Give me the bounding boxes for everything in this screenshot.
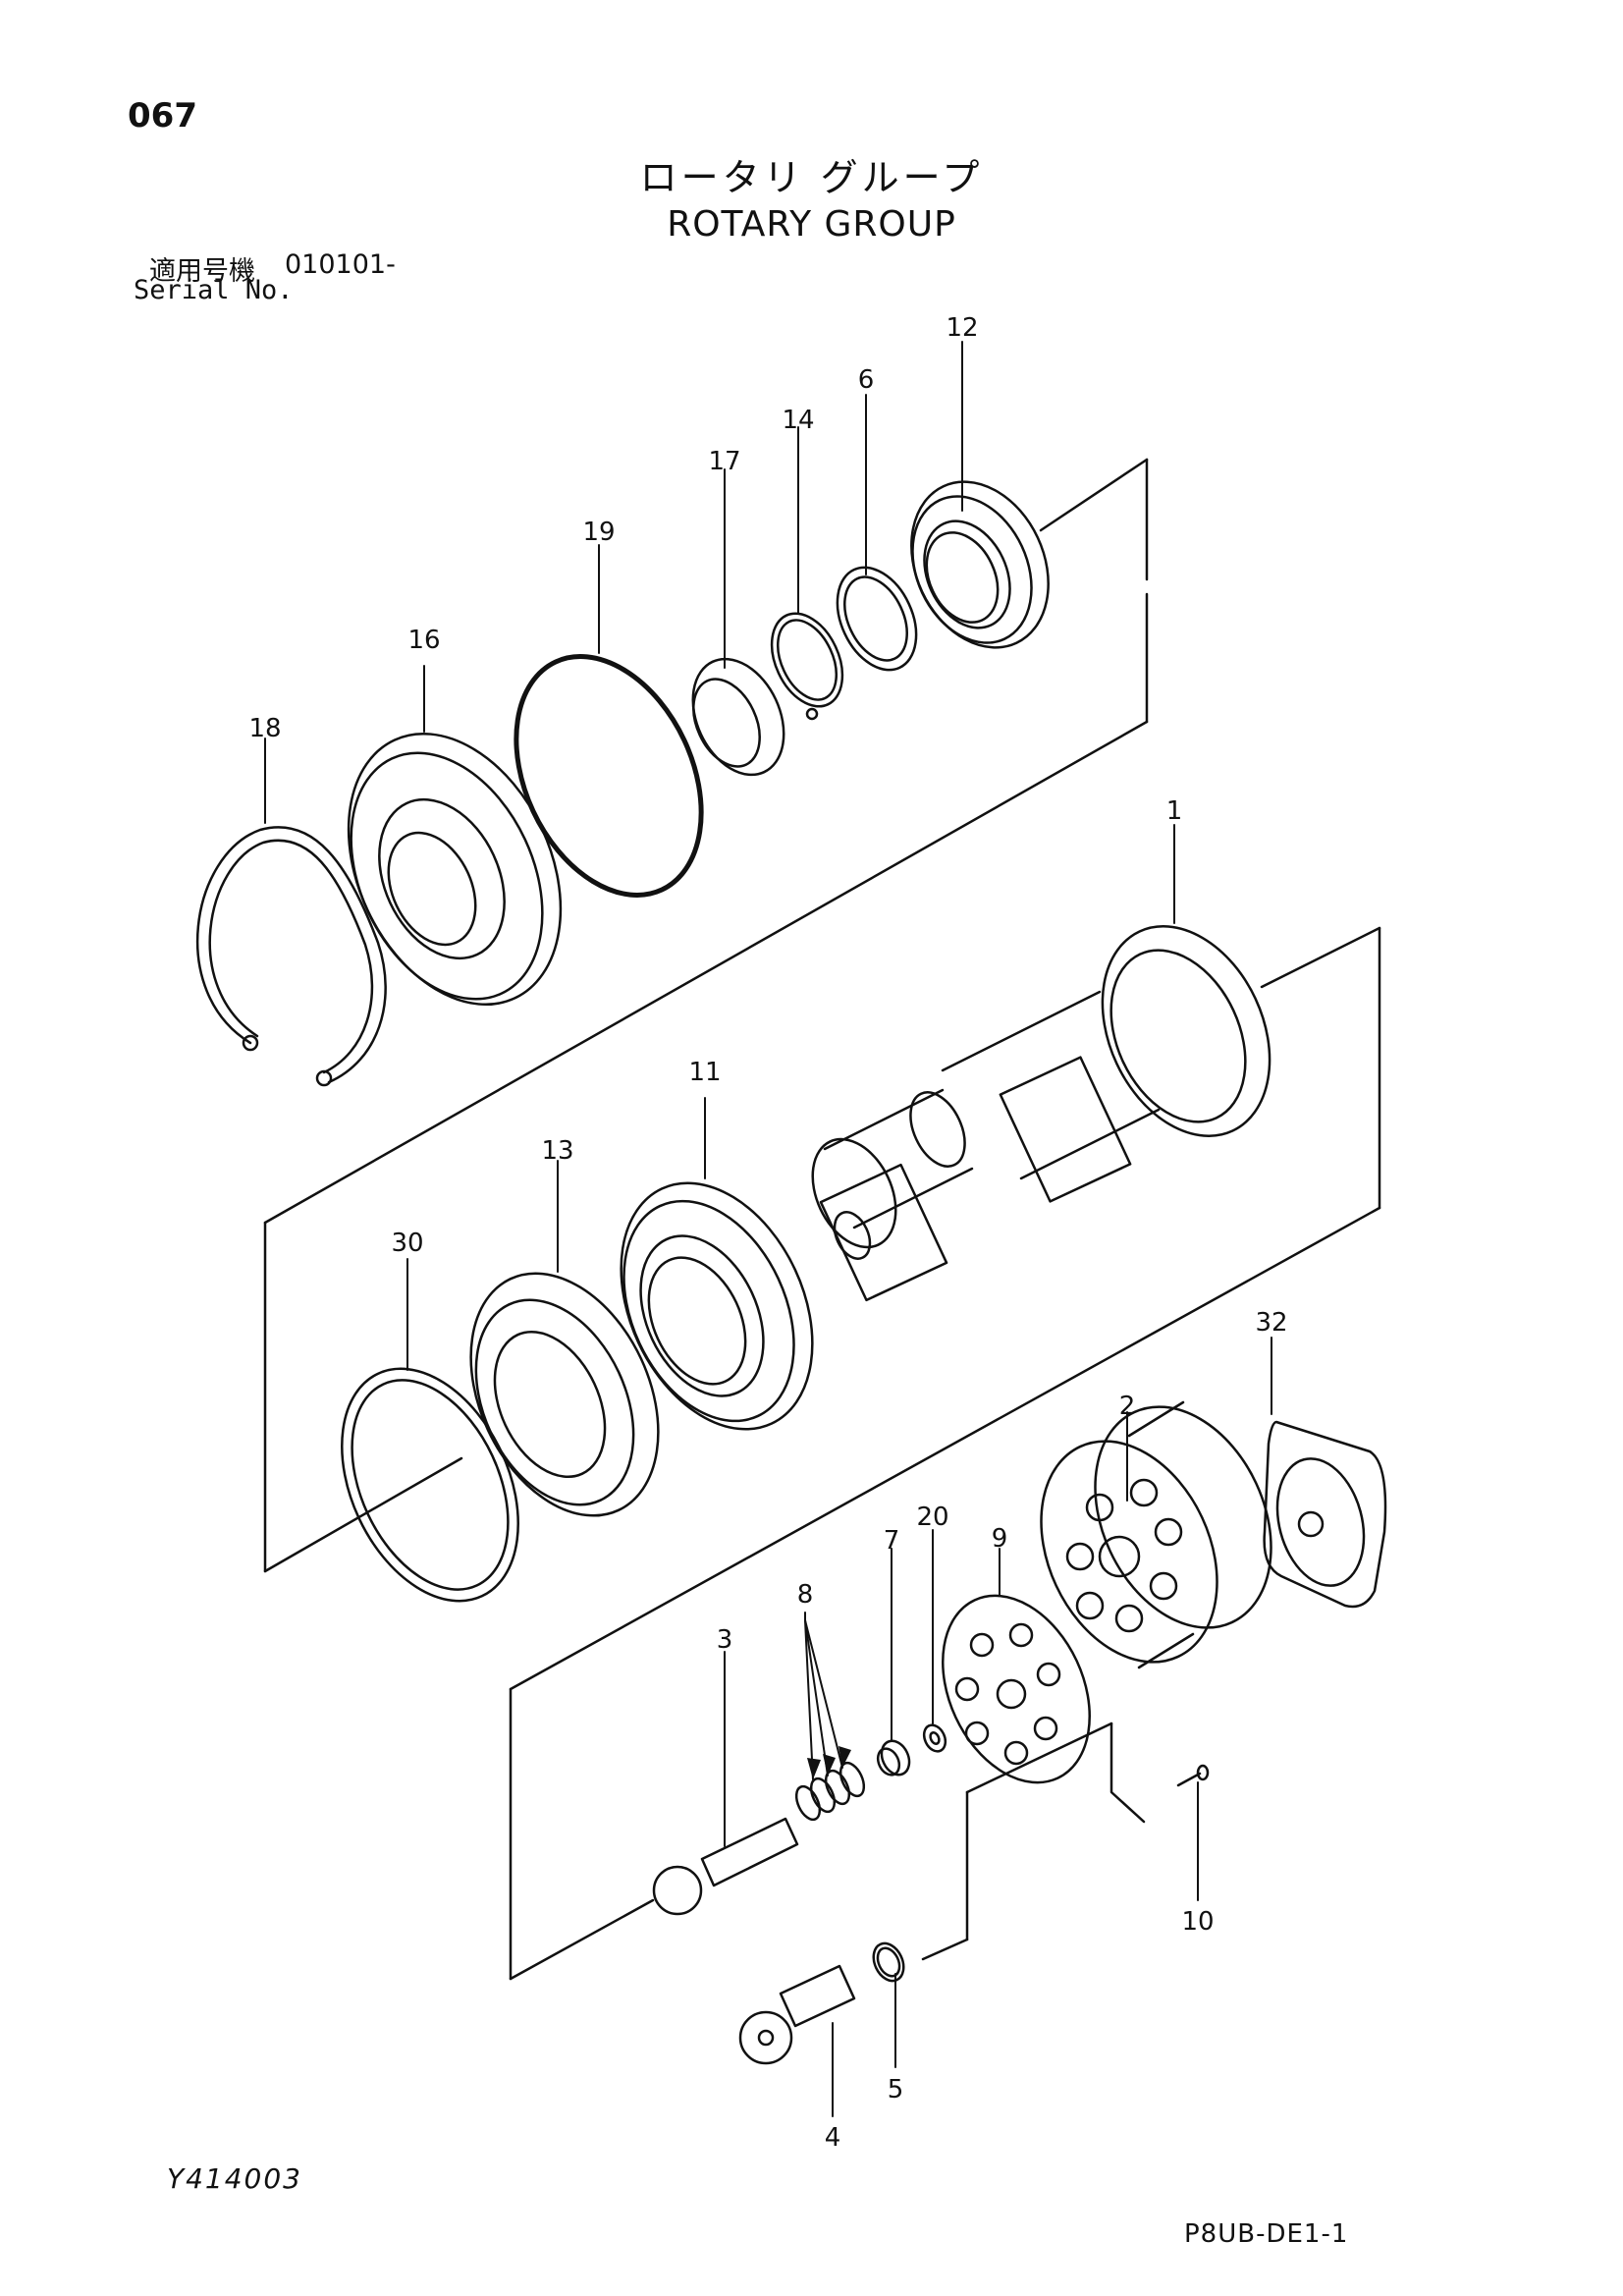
part-2-cylinder-block <box>1040 1400 1272 1669</box>
label-part-17: 17 <box>708 447 740 476</box>
part-16-cover <box>347 732 563 1007</box>
part-10-screw <box>1176 1764 1210 1787</box>
part-18-retaining-ring <box>195 826 387 1087</box>
label-part-8: 8 <box>797 1580 814 1610</box>
page-number: 067 <box>128 96 197 136</box>
label-part-14: 14 <box>782 406 814 435</box>
title-japanese: ロータリ グループ <box>639 156 984 199</box>
group-frame-bottom <box>921 1722 1146 1961</box>
figure-code: Y414003 <box>167 2162 302 2195</box>
part-labels: 12 6 14 17 19 16 18 1 11 13 30 32 2 9 20… <box>248 313 1287 2153</box>
arrowheads <box>807 1746 851 1779</box>
part-4-piston <box>738 1964 856 2065</box>
part-1-shaft <box>811 925 1271 1302</box>
leader-lines <box>264 341 1272 2117</box>
part-12-bearing <box>910 480 1050 649</box>
label-part-16: 16 <box>407 626 440 655</box>
part-30-shim <box>341 1367 519 1603</box>
part-32-valve-plate <box>1263 1420 1387 1609</box>
label-part-12: 12 <box>946 313 978 343</box>
part-3-pin <box>652 1817 799 1916</box>
label-part-32: 32 <box>1255 1308 1287 1338</box>
label-part-30: 30 <box>391 1229 423 1258</box>
part-19-o-ring <box>514 654 704 898</box>
label-part-3: 3 <box>717 1625 733 1655</box>
label-part-4: 4 <box>825 2123 841 2153</box>
part-20-washer <box>922 1723 947 1753</box>
part-8-springs <box>794 1761 866 1822</box>
part-14-snap-ring <box>770 612 844 721</box>
serial-label-english: Serial No. <box>134 275 294 305</box>
page-code: P8UB-DE1-1 <box>1184 2219 1349 2249</box>
part-6-ring <box>836 566 918 672</box>
label-part-10: 10 <box>1181 1907 1214 1937</box>
part-13-ring <box>469 1272 660 1517</box>
label-part-11: 11 <box>688 1058 721 1087</box>
label-part-7: 7 <box>884 1526 900 1556</box>
label-part-19: 19 <box>582 518 615 547</box>
group-frame-top <box>263 458 1149 1573</box>
part-7-bushing <box>876 1739 911 1777</box>
label-part-9: 9 <box>992 1524 1008 1554</box>
label-part-18: 18 <box>248 714 281 743</box>
label-part-1: 1 <box>1166 796 1183 826</box>
label-part-20: 20 <box>916 1503 948 1532</box>
label-part-13: 13 <box>541 1136 573 1166</box>
part-9-retainer-plate <box>942 1594 1091 1784</box>
label-part-5: 5 <box>888 2075 904 2105</box>
label-part-6: 6 <box>858 365 875 395</box>
label-part-2: 2 <box>1119 1392 1136 1421</box>
serial-value: 010101- <box>285 249 396 280</box>
title-english: ROTARY GROUP <box>667 204 956 245</box>
part-11-bearing <box>620 1181 814 1431</box>
serial-label-japanese: 適用号機 <box>149 256 255 287</box>
part-17-collar <box>691 657 785 777</box>
group-frame-middle <box>509 926 1381 1981</box>
part-5-ring <box>872 1941 905 1983</box>
